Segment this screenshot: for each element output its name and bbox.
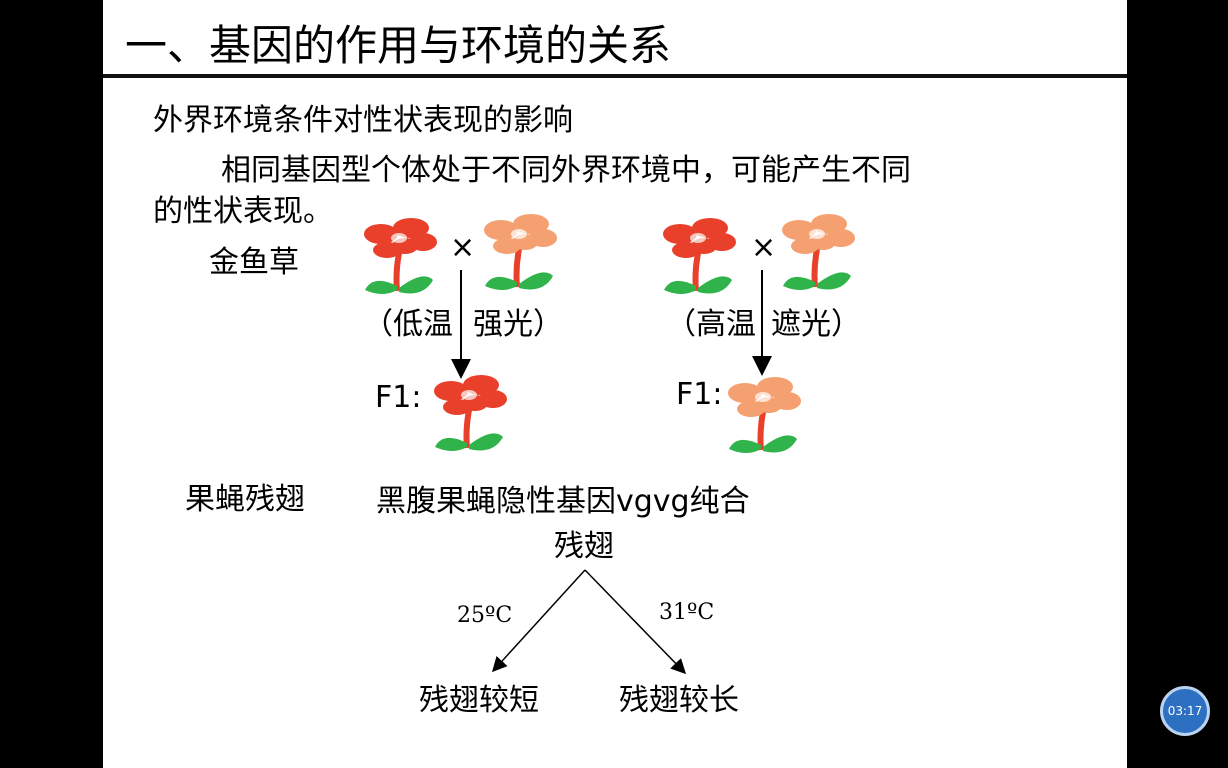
flower-orange-parent-left (484, 214, 557, 290)
flower-red-parent-left (364, 218, 437, 294)
playback-timer[interactable]: 03:17 (1160, 686, 1210, 736)
left-condition-light: 强光） (473, 307, 563, 342)
drosophila-desc-line-1: 黑腹果蝇隐性基因vgvg纯合 (376, 484, 750, 519)
snapdragon-label: 金鱼草 (209, 245, 299, 280)
flower-f1-orange (728, 377, 801, 453)
slide-title: 一、基因的作用与环境的关系 (125, 21, 672, 70)
paragraph-line-1: 相同基因型个体处于不同外界环境中，可能产生不同 (221, 153, 911, 188)
subtitle: 外界环境条件对性状表现的影响 (153, 103, 573, 138)
slide: 一、基因的作用与环境的关系 外界环境条件对性状表现的影响 相同基因型个体处于不同… (103, 0, 1127, 768)
title-divider (103, 74, 1127, 78)
cross-symbol-right: × (751, 230, 777, 265)
cross-symbol-left: × (450, 230, 476, 265)
f1-label-left: F1: (375, 380, 422, 415)
drosophila-label: 果蝇残翅 (185, 482, 305, 517)
temp-label-31: 31ºC (659, 600, 715, 625)
left-condition-temp: （低温 (363, 307, 453, 342)
right-condition-light: 遮光） (771, 307, 861, 342)
drosophila-desc-line-2: 残翅 (554, 529, 614, 564)
paragraph-line-2: 的性状表现。 (153, 194, 333, 229)
temp-label-25: 25ºC (457, 603, 513, 628)
flower-red-parent-right (663, 218, 736, 294)
right-condition-temp: （高温 (666, 307, 756, 342)
flower-orange-parent-right (782, 214, 855, 290)
f1-label-right: F1: (676, 377, 723, 412)
result-short-wing: 残翅较短 (419, 683, 539, 718)
diagram-graphics (103, 0, 1127, 675)
result-long-wing: 残翅较长 (619, 683, 739, 718)
flower-f1-red (434, 375, 507, 451)
